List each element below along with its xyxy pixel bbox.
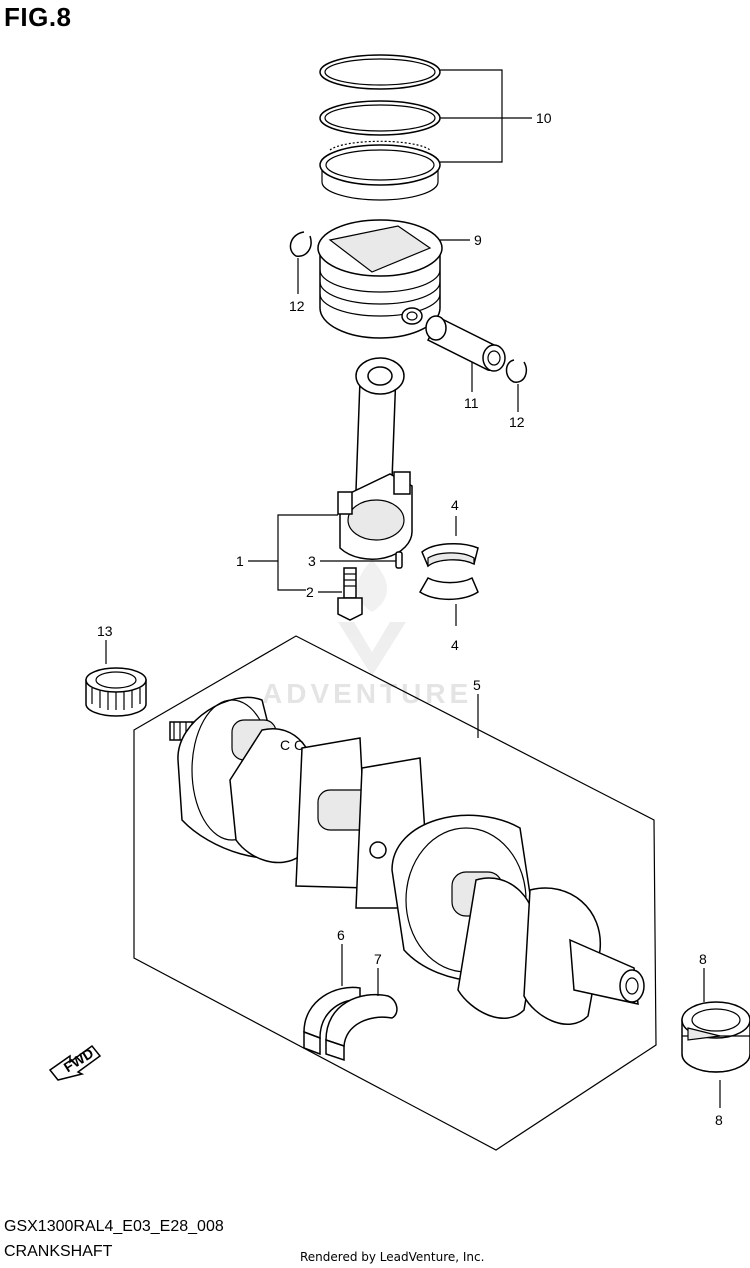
- assembly-name: CRANKSHAFT: [4, 1243, 113, 1260]
- thrust-bearing-6[interactable]: [303, 986, 361, 1056]
- callout-4b: 4: [451, 637, 459, 653]
- rod-bolt[interactable]: [337, 567, 363, 621]
- watermark-text: ADVENTURE: [262, 678, 473, 709]
- connecting-rod[interactable]: [337, 357, 413, 560]
- svg-text:C: C: [294, 737, 304, 753]
- leader-10-bracket: [440, 69, 503, 163]
- callout-9: 9: [474, 232, 482, 248]
- rod-bearing-lower[interactable]: [419, 576, 479, 601]
- watermark-logo: [338, 560, 406, 676]
- svg-text:C: C: [280, 737, 290, 753]
- callout-8b: 8: [715, 1112, 723, 1128]
- needle-bearing[interactable]: [85, 667, 147, 717]
- callout-11: 11: [464, 395, 479, 411]
- fwd-arrow: FWD: [48, 1045, 102, 1081]
- circlip-left[interactable]: [289, 231, 312, 257]
- callout-12b: 12: [509, 414, 525, 430]
- callout-13: 13: [97, 623, 113, 639]
- model-code: GSX1300RAL4_E03_E28_008: [4, 1218, 224, 1235]
- rod-dowel[interactable]: [395, 551, 403, 569]
- callout-2: 2: [306, 584, 314, 600]
- crankshaft[interactable]: C C: [169, 696, 645, 1026]
- callout-4a: 4: [451, 497, 459, 513]
- callout-7: 7: [374, 951, 382, 967]
- main-bearing[interactable]: [681, 1001, 750, 1073]
- callout-1: 1: [236, 553, 244, 569]
- circlip-right[interactable]: [505, 359, 528, 383]
- piston-pin[interactable]: [425, 315, 506, 372]
- callout-10: 10: [536, 110, 552, 126]
- figure-title: FIG.8: [4, 2, 72, 32]
- rod-bearing-upper[interactable]: [421, 542, 479, 568]
- callout-6: 6: [337, 927, 345, 943]
- crankshaft-assembly-boundary: [133, 635, 657, 1151]
- piston[interactable]: [317, 219, 443, 339]
- rendered-by-credit: Rendered by LeadVenture, Inc.: [300, 1250, 485, 1264]
- callout-3: 3: [308, 553, 316, 569]
- thrust-bearing-7[interactable]: [325, 993, 398, 1062]
- leader-1-bracket: [277, 514, 338, 591]
- callout-5: 5: [473, 677, 481, 693]
- piston-rings[interactable]: [319, 54, 441, 201]
- callout-8a: 8: [699, 951, 707, 967]
- callout-12a: 12: [289, 298, 305, 314]
